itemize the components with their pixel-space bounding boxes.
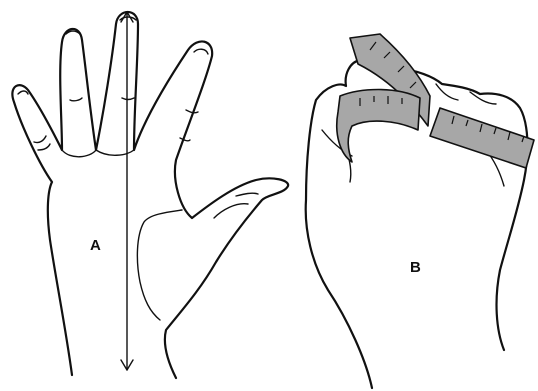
open-hand-illustration [11,10,290,380]
panel-a-label: A [90,237,101,254]
measuring-tape [336,33,535,169]
length-measure-arrow [120,11,134,371]
tape-ticks [359,41,525,143]
panel-b-label: B [410,259,421,276]
